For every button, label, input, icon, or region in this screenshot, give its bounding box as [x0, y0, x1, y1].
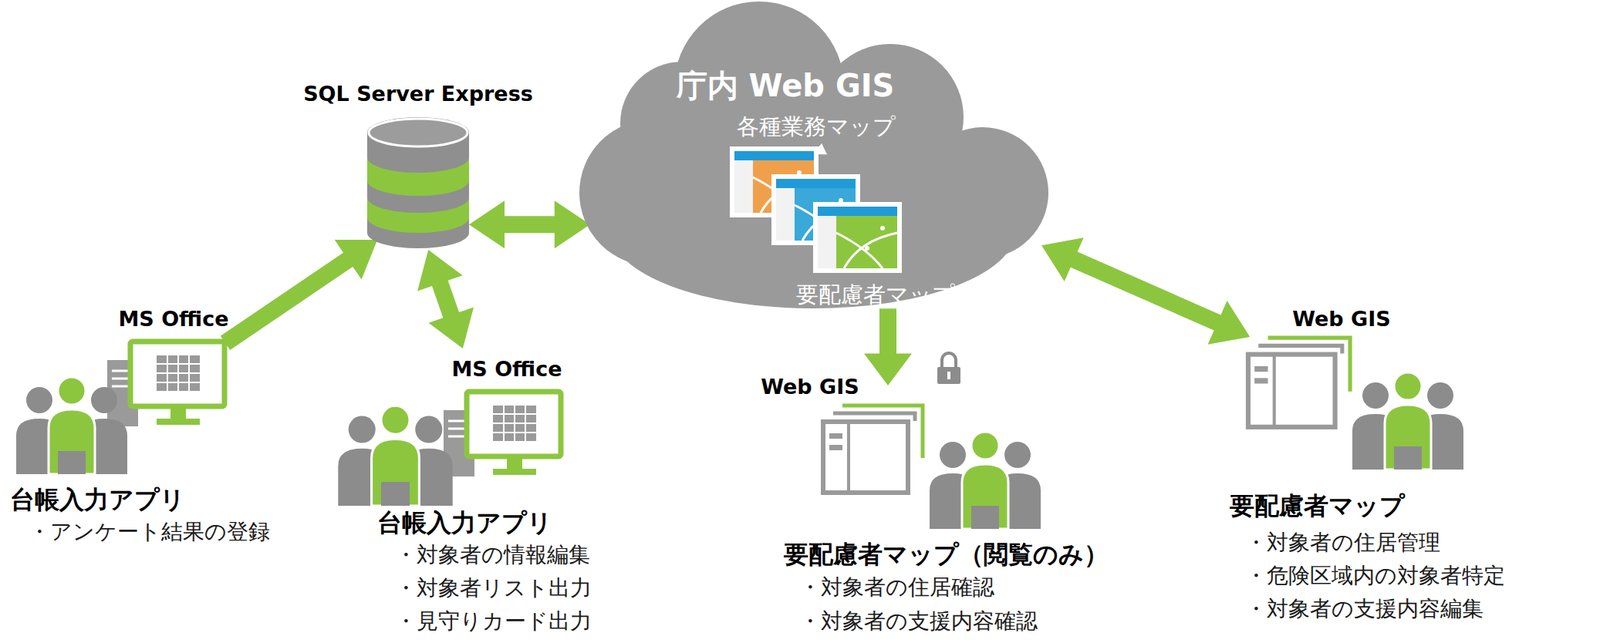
- database-cylinder: [367, 117, 470, 250]
- data-flow-arrow: [220, 239, 378, 351]
- text-anchor: 台帳入力アプリ: [10, 486, 186, 515]
- node-item: ・対象者の情報編集: [394, 543, 591, 568]
- data-flow-arrow: [417, 249, 474, 349]
- cloud-shape: [566, 0, 1051, 317]
- node-item: ・対象者リスト出力: [394, 576, 592, 601]
- node-title: 台帳入力アプリ: [377, 509, 553, 538]
- text-anchor: ・アンケート結果の登録: [28, 519, 271, 545]
- text-anchor: 要配慮者マップ（閲覧のみ）: [783, 540, 1109, 570]
- node-item: ・対象者の住居管理: [1245, 530, 1441, 556]
- text-anchor: ・危険区域内の対象者特定: [1245, 563, 1506, 589]
- node-heading: 庁内 Web GIS: [676, 67, 895, 104]
- data-flow-arrow: [469, 200, 591, 249]
- text-anchor: ・対象者の支援内容確認: [799, 609, 1038, 635]
- cloud-system: 庁内 Web GIS 各種業務マップ要配慮者マップ: [566, 0, 1051, 317]
- text-anchor: MS Office: [451, 357, 562, 382]
- user-group: Web GIS要配慮者マップ（閲覧のみ）・対象者の住居確認・対象者の支援内容確認: [802, 378, 1050, 527]
- text-anchor: ・対象者の情報編集: [394, 543, 591, 568]
- text-anchor: ・対象者の住居確認: [799, 575, 995, 601]
- node-item: ・対象者の住居確認: [799, 575, 995, 601]
- lock-icon: [937, 353, 961, 385]
- text-anchor: Web GIS: [1292, 307, 1391, 331]
- text-anchor: 各種業務マップ: [736, 114, 896, 140]
- text-anchor: 台帳入力アプリ: [377, 509, 553, 538]
- text-anchor: 要配慮者マップ: [796, 282, 956, 308]
- node-item: ・危険区域内の対象者特定: [1245, 563, 1506, 589]
- node-item: ・見守りカード出力: [394, 609, 592, 635]
- node-heading: SQL Server Express: [303, 81, 534, 106]
- text-anchor: MS Office: [118, 307, 229, 331]
- text-anchor: ・対象者の住居管理: [1245, 530, 1441, 556]
- text-anchor: SQL Server Express: [303, 81, 534, 106]
- node-item: 要配慮者マップ: [796, 282, 956, 308]
- user-group: MS Office台帳入力アプリ・アンケート結果の登録: [10, 308, 234, 475]
- text-anchor: ・対象者の支援内容編集: [1245, 597, 1484, 622]
- user-group: MS Office台帳入力アプリ・対象者の情報編集・対象者リスト出力・見守りカー…: [331, 347, 568, 506]
- node-heading: MS Office: [451, 357, 562, 382]
- node-item: ・対象者の支援内容編集: [1245, 597, 1484, 622]
- data-flow-arrow: [1041, 237, 1250, 345]
- node-heading: Web GIS: [1292, 307, 1391, 331]
- text-anchor: Web GIS: [760, 374, 860, 399]
- node-item: 各種業務マップ: [736, 114, 896, 140]
- data-flow-arrow: [864, 308, 912, 386]
- node-heading: Web GIS: [760, 374, 860, 399]
- node-item: ・対象者の支援内容確認: [799, 609, 1038, 635]
- text-anchor: ・見守りカード出力: [394, 609, 592, 635]
- node-item: ・アンケート結果の登録: [28, 519, 271, 545]
- text-anchor: ・対象者リスト出力: [394, 576, 592, 601]
- node-title: 台帳入力アプリ: [10, 486, 186, 515]
- database: SQL Server Express: [367, 117, 470, 250]
- text-anchor: 庁内 Web GIS: [676, 67, 895, 104]
- user-group: Web GIS要配慮者マップ・対象者の住居管理・危険区域内の対象者特定・対象者の…: [1234, 308, 1474, 471]
- text-anchor: 要配慮者マップ: [1229, 492, 1405, 521]
- node-title: 要配慮者マップ（閲覧のみ）: [783, 540, 1109, 570]
- node-title: 要配慮者マップ: [1229, 492, 1405, 521]
- node-heading: MS Office: [118, 307, 229, 331]
